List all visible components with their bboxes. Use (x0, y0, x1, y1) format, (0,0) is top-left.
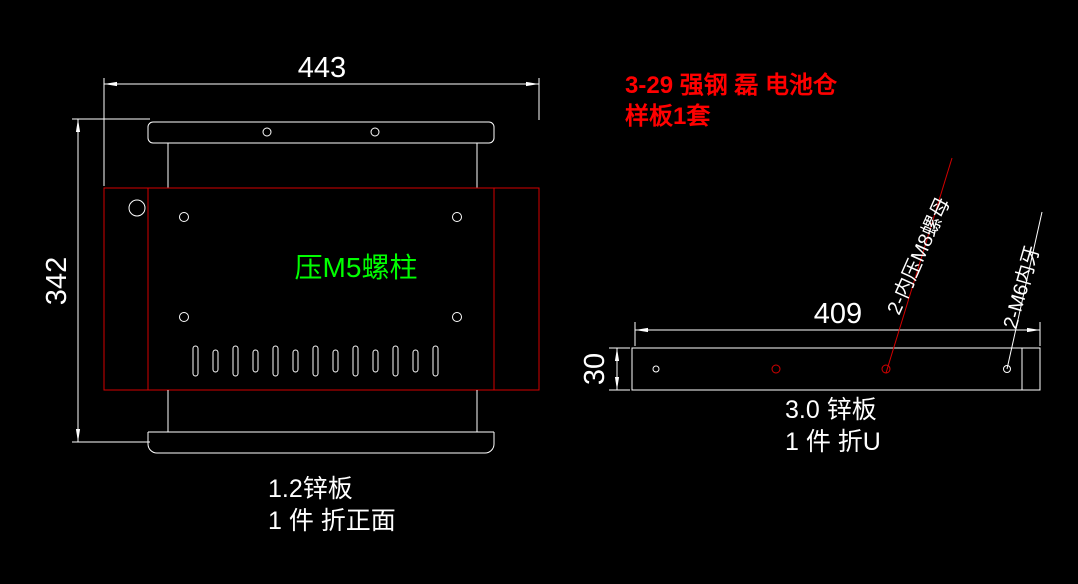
strip-body (631, 347, 1041, 391)
stud-hole (452, 312, 462, 322)
dim-height-right-label: 30 (579, 353, 611, 385)
top-flange (147, 121, 495, 144)
dim-height-left-label: 342 (41, 257, 73, 305)
note-line2: 样板1套 (625, 102, 711, 130)
stud-hole (179, 312, 189, 322)
left-caption-material: 1.2锌板 (268, 475, 353, 503)
bottom-flange (147, 432, 495, 454)
main-body (103, 187, 540, 391)
vent-slots (192, 345, 439, 377)
leader-line-m6 (1006, 211, 1043, 370)
dim-width-left-label: 443 (298, 52, 346, 84)
flap-hole (128, 199, 146, 217)
red-note: 3-29 强钢 磊 电池仓 样板1套 (625, 71, 838, 130)
right-caption-qty: 1 件 折U (785, 428, 881, 456)
left-part-outline (103, 121, 540, 454)
m5-stud-label: 压M5螺柱 (295, 252, 418, 283)
leader-m8-label: 2-内压M8螺母 (883, 194, 955, 318)
dim-height-right: 30 (579, 347, 630, 391)
dim-width-left: 443 (103, 52, 540, 186)
right-view: 409 30 2-内压M8螺母 2-M6内牙 3.0 锌板 1 件 折U (579, 157, 1045, 456)
left-view: 443 342 (41, 52, 540, 535)
m6-thread-hole (1003, 365, 1011, 373)
dim-width-right: 409 (634, 298, 1041, 346)
stud-hole (452, 212, 462, 222)
right-part-outline (631, 347, 1041, 391)
leaders: 2-内压M8螺母 2-M6内牙 (883, 157, 1045, 374)
hole (652, 365, 660, 373)
right-caption-material: 3.0 锌板 (785, 396, 877, 424)
m8-nut-hole (771, 364, 781, 374)
leader-line-m8 (885, 157, 953, 374)
hole (370, 127, 380, 137)
dim-width-right-label: 409 (814, 298, 862, 330)
left-caption-qty: 1 件 折正面 (268, 507, 396, 535)
leader-m6-label: 2-M6内牙 (999, 243, 1045, 332)
stud-hole (179, 212, 189, 222)
dim-height-left: 342 (41, 118, 150, 443)
hole (262, 127, 272, 137)
note-line1: 3-29 强钢 磊 电池仓 (625, 71, 838, 99)
